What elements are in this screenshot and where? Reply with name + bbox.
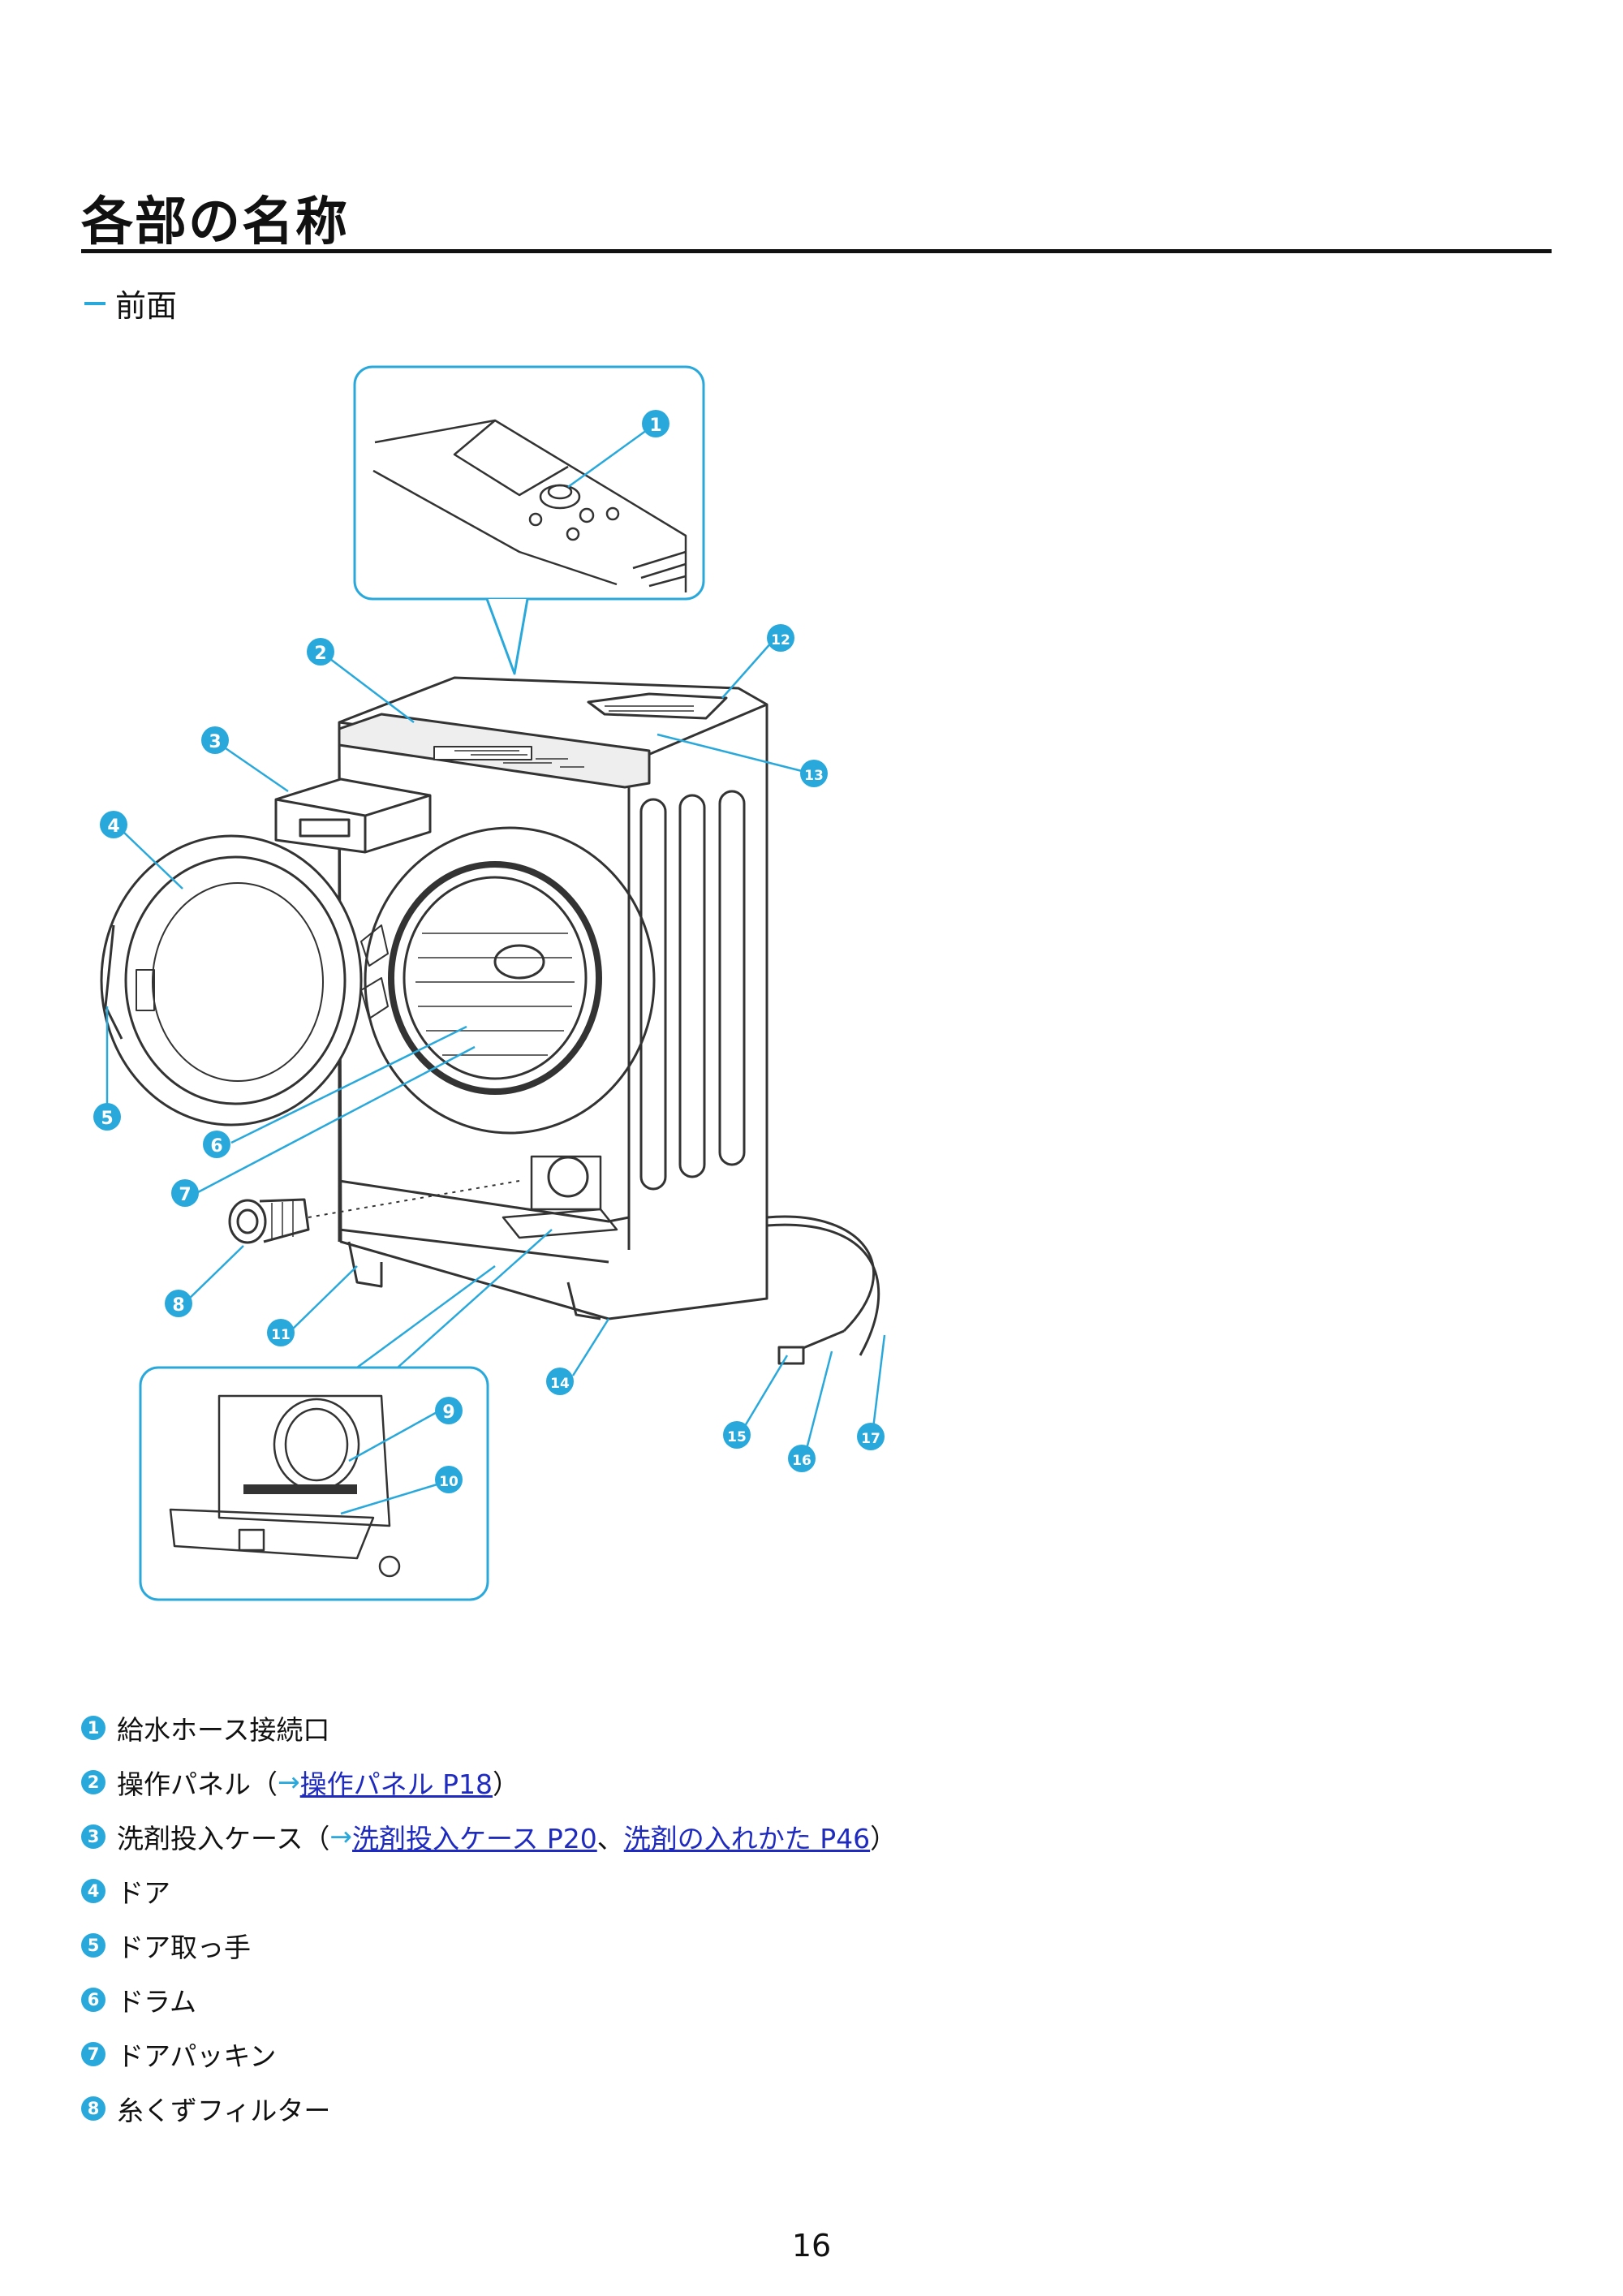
callout-5: 5 [93,1103,121,1131]
legend-badge: 5 [81,1932,105,1958]
section-title: 前面 [115,288,178,324]
close-paren: ） [870,1822,898,1854]
callout-17: 17 [857,1423,885,1450]
link-detergent-case[interactable]: 洗剤投入ケース P20 [352,1822,597,1854]
svg-text:7: 7 [179,1185,191,1205]
parts-legend: 1 給水ホース接続口 2 操作パネル （ → 操作パネル P18 ） 3 洗剤投… [81,1700,1298,2135]
legend-item-1: 1 給水ホース接続口 [81,1700,1298,1755]
washer-body [338,676,768,1320]
svg-text:5: 5 [101,1109,113,1129]
legend-label: ドア [117,1876,170,1909]
door [100,834,389,1126]
legend-badge: 6 [81,1987,105,2012]
svg-text:16: 16 [792,1453,812,1469]
drain-filter-inset [169,1394,401,1578]
callout-4: 4 [100,811,127,838]
title-rule [81,249,1552,253]
svg-text:13: 13 [804,768,824,784]
callout-15: 15 [723,1421,751,1449]
legend-badge: 7 [81,2041,105,2066]
svg-text:9: 9 [442,1402,454,1423]
legend-label: 操作パネル [117,1768,251,1800]
section-dash [84,301,105,305]
water-inlet-inset [372,419,687,592]
callout-16: 16 [788,1445,816,1472]
callout-12: 12 [767,624,794,652]
legend-item-3: 3 洗剤投入ケース （ → 洗剤投入ケース P20 、 洗剤の入れかた P46 … [81,1809,1298,1863]
svg-text:4: 4 [107,816,119,837]
legend-label: 給水ホース接続口 [117,1713,330,1746]
callout-8: 8 [165,1290,192,1317]
legend-label: ドアパッキン [117,2040,277,2072]
svg-text:11: 11 [271,1327,291,1343]
svg-text:8: 8 [172,1295,184,1316]
callout-2: 2 [307,638,334,666]
legend-label: 糸くずフィルター [117,2094,331,2126]
page-title: 各部の名称 [81,192,349,252]
separator: 、 [596,1822,624,1854]
legend-badge: 8 [81,2096,105,2121]
washing-machine-diagram: 1 2 3 4 5 6 7 8 9 10 11 12 13 14 15 16 1… [93,365,886,1601]
legend-badge: 1 [81,1715,105,1740]
svg-text:14: 14 [550,1376,570,1392]
legend-item-7: 7 ドアパッキン [81,2027,1298,2081]
open-paren: （ [303,1822,330,1854]
legend-item-2: 2 操作パネル （ → 操作パネル P18 ） [81,1755,1298,1809]
lint-filter [228,1180,520,1244]
legend-label: ドア取っ手 [117,1931,251,1963]
callout-10: 10 [435,1466,463,1493]
page-number: 16 [791,2228,832,2264]
section-heading: 前面 [84,281,177,325]
power-cord-and-hose [766,1215,880,1365]
link-control-panel[interactable]: 操作パネル P18 [299,1768,493,1800]
callout-13: 13 [800,760,828,787]
legend-label: ドラム [117,1985,197,2018]
callout-9: 9 [435,1397,463,1424]
legend-item-5: 5 ドア取っ手 [81,1918,1298,1972]
detergent-drawer [274,778,432,854]
callout-3: 3 [201,726,229,754]
svg-text:2: 2 [314,644,326,664]
arrow-icon: → [329,1820,353,1852]
legend-item-4: 4 ドア [81,1863,1298,1918]
legend-item-8: 8 糸くずフィルター [81,2081,1298,2135]
svg-text:1: 1 [649,416,661,436]
legend-label: 洗剤投入ケース [117,1822,304,1854]
callout-1: 1 [642,410,669,437]
callout-markers: 1 2 3 4 5 6 7 8 9 10 11 12 13 14 15 16 1… [93,410,885,1493]
svg-text:10: 10 [439,1474,458,1490]
link-detergent-howto[interactable]: 洗剤の入れかた P46 [623,1822,871,1854]
open-paren: （ [251,1768,278,1800]
legend-badge: 4 [81,1878,105,1903]
callout-11: 11 [267,1319,295,1346]
legend-item-6: 6 ドラム [81,1972,1298,2027]
svg-text:17: 17 [861,1431,880,1447]
callout-14: 14 [546,1368,574,1395]
svg-text:6: 6 [210,1136,222,1157]
callout-7: 7 [171,1179,199,1207]
legend-badge: 2 [81,1769,105,1794]
arrow-icon: → [278,1766,300,1798]
svg-text:15: 15 [727,1429,747,1445]
close-paren: ） [493,1768,520,1800]
legend-badge: 3 [81,1824,105,1849]
callout-6: 6 [203,1131,230,1158]
svg-text:12: 12 [771,632,790,648]
svg-text:3: 3 [209,732,221,752]
